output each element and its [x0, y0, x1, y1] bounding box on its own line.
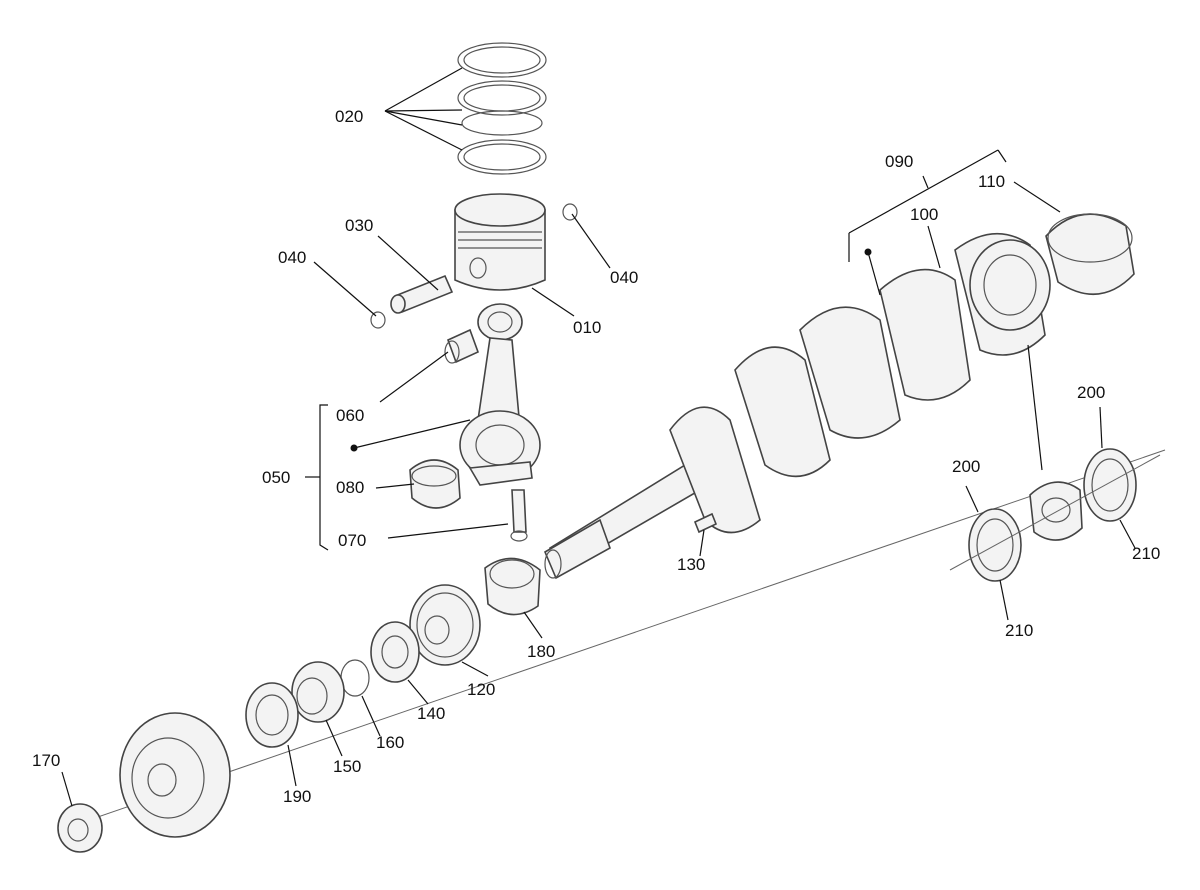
- crank-gear[interactable]: [409, 584, 481, 666]
- crankshaft[interactable]: [543, 232, 1051, 580]
- pointer-arrow: [1027, 344, 1043, 471]
- piston[interactable]: [454, 193, 546, 291]
- label-060[interactable]: 060: [336, 406, 364, 425]
- o-ring[interactable]: [340, 659, 370, 697]
- label-090[interactable]: 090: [885, 152, 913, 171]
- collar-spacer[interactable]: [291, 661, 345, 723]
- main-bearing-half[interactable]: [1029, 481, 1083, 541]
- label-010[interactable]: 010: [573, 318, 601, 337]
- crank-nut[interactable]: [57, 803, 103, 853]
- label-210-left[interactable]: 210: [1005, 621, 1033, 640]
- group-dot-conrod: [350, 444, 358, 452]
- crank-axis-line: [59, 449, 1166, 831]
- label-020[interactable]: 020: [335, 107, 363, 126]
- label-030[interactable]: 030: [345, 216, 373, 235]
- circlip-right[interactable]: [562, 203, 578, 221]
- label-210-right[interactable]: 210: [1132, 544, 1160, 563]
- piston-pin[interactable]: [390, 274, 454, 314]
- oil-seal[interactable]: [245, 682, 299, 748]
- small-end-bushing[interactable]: [444, 328, 480, 364]
- label-130[interactable]: 130: [677, 555, 705, 574]
- leader-lines: [61, 67, 1136, 807]
- circlip-left[interactable]: [370, 311, 386, 329]
- label-140[interactable]: 140: [417, 704, 445, 723]
- thrust-axis-line: [949, 454, 1161, 571]
- thrust-washer-right[interactable]: [1083, 448, 1137, 522]
- label-040-right[interactable]: 040: [610, 268, 638, 287]
- big-end-bearing[interactable]: [409, 459, 461, 509]
- label-180[interactable]: 180: [527, 642, 555, 661]
- label-110[interactable]: 110: [978, 172, 1005, 191]
- group-dot-crankshaft: [864, 248, 872, 256]
- label-050[interactable]: 050: [262, 468, 290, 487]
- label-150[interactable]: 150: [333, 757, 361, 776]
- crank-pulley: [119, 712, 231, 838]
- thrust-collar[interactable]: [370, 621, 420, 683]
- label-190[interactable]: 190: [283, 787, 311, 806]
- label-200-right[interactable]: 200: [1077, 383, 1105, 402]
- label-040-left[interactable]: 040: [278, 248, 306, 267]
- label-170[interactable]: 170: [32, 751, 60, 770]
- label-120[interactable]: 120: [467, 680, 495, 699]
- label-100[interactable]: 100: [910, 205, 938, 224]
- label-160[interactable]: 160: [376, 733, 404, 752]
- connecting-rod[interactable]: [459, 303, 541, 486]
- label-070[interactable]: 070: [338, 531, 366, 550]
- crank-bushing[interactable]: [484, 557, 541, 616]
- label-080[interactable]: 080: [336, 478, 364, 497]
- rod-bolt[interactable]: [510, 489, 528, 542]
- main-bearing-bush[interactable]: [1045, 213, 1135, 295]
- piston-rings[interactable]: [457, 42, 547, 175]
- label-200-left[interactable]: 200: [952, 457, 980, 476]
- woodruff-key[interactable]: [693, 512, 718, 534]
